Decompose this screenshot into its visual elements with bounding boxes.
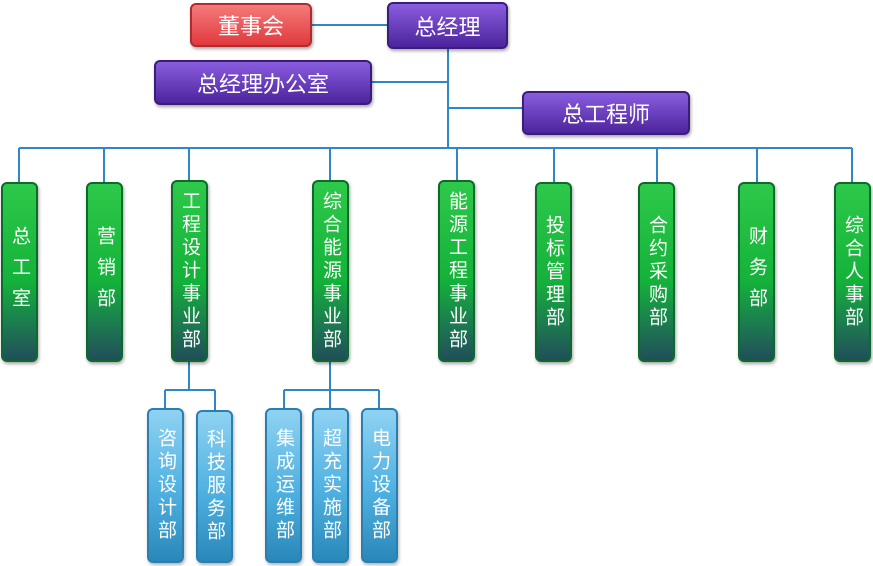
department-label: 工程设计事业部 (179, 190, 201, 352)
gm-office-box: 总经理办公室 (154, 60, 372, 105)
gm-office-label: 总经理办公室 (196, 72, 329, 98)
chief-engineer-box: 总工程师 (522, 91, 690, 135)
department-box: 营销部 (86, 182, 123, 362)
sub-department-label: 超充实施部 (320, 428, 342, 543)
department-box: 综合能源事业部 (312, 180, 349, 362)
sub-department-label: 集成运维部 (273, 428, 295, 543)
department-label: 综合能源事业部 (320, 190, 342, 352)
sub-department-label: 科技服务部 (204, 429, 226, 544)
department-label: 营销部 (94, 225, 116, 319)
department-label: 综合人事部 (842, 214, 864, 330)
board-box: 董事会 (190, 3, 312, 47)
department-box: 工程设计事业部 (171, 180, 208, 362)
sub-department-box: 集成运维部 (265, 408, 302, 563)
sub-department-box: 咨询设计部 (147, 408, 184, 563)
department-label: 财务部 (746, 225, 768, 319)
department-label: 合约采购部 (646, 214, 668, 330)
sub-department-box: 科技服务部 (196, 410, 233, 563)
chief-engineer-label: 总工程师 (561, 103, 650, 128)
department-box: 总工室 (1, 182, 38, 362)
general-manager-box: 总经理 (387, 2, 508, 49)
sub-department-label: 电力设备部 (369, 428, 391, 543)
sub-department-label: 咨询设计部 (155, 428, 177, 543)
board-label: 董事会 (217, 15, 284, 40)
department-label: 投标管理部 (543, 214, 565, 330)
department-box: 合约采购部 (638, 182, 675, 362)
sub-department-box: 电力设备部 (361, 408, 398, 563)
department-box: 能源工程事业部 (438, 180, 475, 362)
department-box: 综合人事部 (834, 182, 871, 362)
department-label: 能源工程事业部 (446, 190, 468, 352)
department-label: 总工室 (9, 225, 31, 319)
department-box: 投标管理部 (535, 182, 572, 362)
general-manager-label: 总经理 (414, 15, 481, 41)
sub-department-box: 超充实施部 (312, 408, 349, 563)
department-box: 财务部 (738, 182, 775, 362)
